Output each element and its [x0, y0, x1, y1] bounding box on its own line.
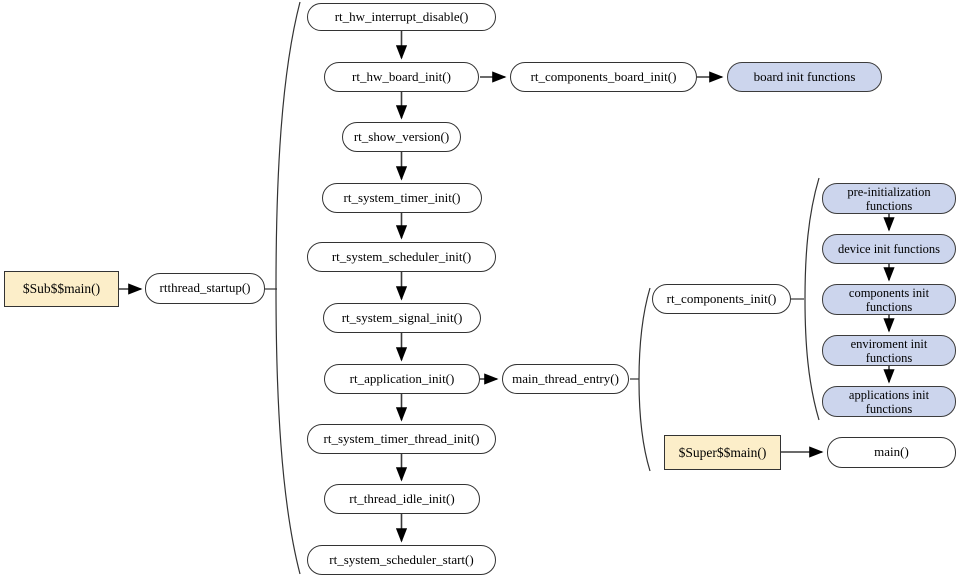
node-rt-system-scheduler-start: rt_system_scheduler_start() — [307, 545, 496, 575]
node-sub-main: $Sub$$main() — [4, 271, 119, 307]
node-components-init-functions: components init functions — [822, 284, 956, 315]
node-enviroment-init-functions: enviroment init functions — [822, 335, 956, 366]
node-board-init-functions: board init functions — [727, 62, 882, 92]
node-rt-application-init: rt_application_init() — [324, 364, 480, 394]
node-main: main() — [827, 437, 956, 468]
node-rt-show-version: rt_show_version() — [342, 122, 461, 152]
node-rt-system-scheduler-init: rt_system_scheduler_init() — [307, 242, 496, 272]
node-pre-initialization-functions: pre-initialization functions — [822, 183, 956, 214]
node-applications-init-functions: applications init functions — [822, 386, 956, 417]
node-rt-components-board-init: rt_components_board_init() — [510, 62, 697, 92]
node-super-main: $Super$$main() — [664, 435, 781, 470]
node-rtthread-startup: rtthread_startup() — [145, 273, 265, 304]
node-rt-hw-board-init: rt_hw_board_init() — [324, 62, 479, 92]
node-rt-system-timer-thread-init: rt_system_timer_thread_init() — [307, 424, 496, 454]
node-rt-thread-idle-init: rt_thread_idle_init() — [324, 484, 480, 514]
node-rt-hw-interrupt-disable: rt_hw_interrupt_disable() — [307, 3, 496, 31]
node-rt-components-init: rt_components_init() — [652, 284, 791, 314]
node-main-thread-entry: main_thread_entry() — [502, 364, 629, 394]
node-device-init-functions: device init functions — [822, 234, 956, 264]
node-rt-system-timer-init: rt_system_timer_init() — [322, 183, 482, 213]
node-rt-system-signal-init: rt_system_signal_init() — [323, 303, 481, 333]
